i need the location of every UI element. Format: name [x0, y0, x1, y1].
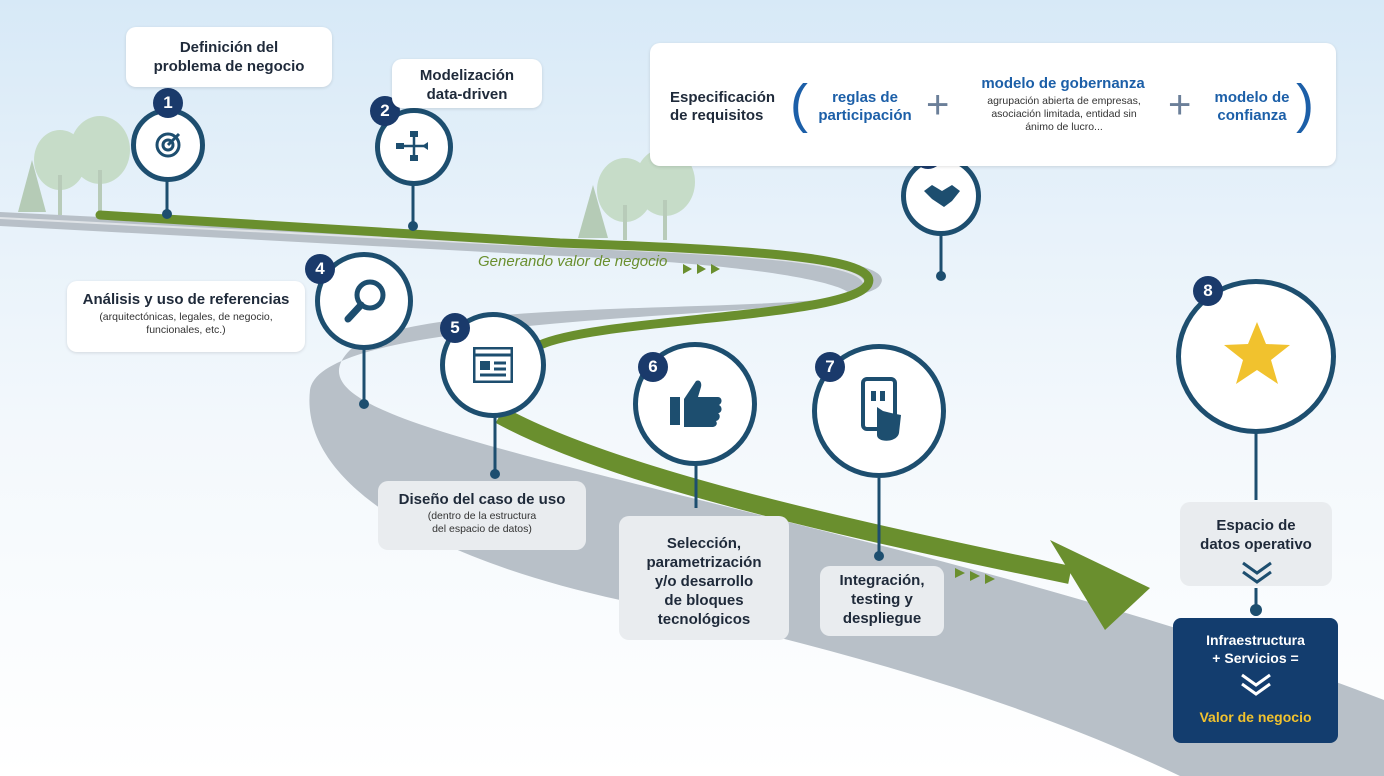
- road-label: Generando valor de negocio: [478, 253, 668, 270]
- step-8-label: Espacio de datos operativo: [1180, 502, 1332, 586]
- road-label-arrows-icon: [683, 262, 725, 274]
- trees-middle: [578, 148, 695, 240]
- step-8-title: Espacio de datos operativo: [1200, 517, 1312, 553]
- requirements-box: Especificación de requisitos ( reglas de…: [650, 43, 1336, 166]
- step-4-detail: (arquitectónicas, legales, de negocio, f…: [99, 311, 273, 336]
- handshake-icon: [924, 185, 960, 207]
- search-icon: [344, 279, 386, 323]
- road: [0, 212, 1384, 776]
- form-window-icon: [473, 347, 513, 383]
- close-paren: ): [1296, 74, 1314, 134]
- final-line-2: + Servicios =: [1212, 650, 1299, 666]
- double-chevron-icon: [1242, 561, 1272, 584]
- small-arrows: [955, 568, 965, 578]
- final-result: Valor de negocio: [1199, 709, 1312, 725]
- step-6-number: 6: [638, 352, 668, 382]
- governance-model-detail: agrupación abierta de empresas, asociaci…: [987, 95, 1141, 133]
- value-path-lower: [495, 407, 1072, 584]
- step-2-label: Modelización data-driven: [392, 59, 542, 108]
- step-1-node: [131, 108, 205, 182]
- participation-rules: reglas de participación: [818, 89, 912, 124]
- step-5-detail: (dentro de la estructura del espacio de …: [427, 510, 537, 535]
- final-box: Infraestructura + Servicios = Valor de n…: [1173, 618, 1338, 743]
- connector-dots: [162, 209, 1262, 616]
- step-7-label: Integración, testing y despliegue: [820, 566, 944, 636]
- trees-left: [18, 116, 130, 215]
- step-8-number: 8: [1193, 276, 1223, 306]
- target-icon: [155, 132, 181, 158]
- step-5-title: Diseño del caso de uso: [398, 491, 566, 508]
- step-6-node: [633, 342, 757, 466]
- star-icon: [1224, 322, 1290, 384]
- step-2-node: [375, 108, 453, 186]
- open-paren: (: [790, 74, 808, 134]
- trust-model: modelo de confianza: [1214, 89, 1290, 124]
- touch-screen-icon: [861, 377, 901, 441]
- double-chevron-white-icon: [1240, 673, 1271, 696]
- final-line-1: Infraestructura: [1206, 632, 1305, 648]
- value-path: [95, 210, 874, 350]
- flowchart-icon: [396, 131, 428, 161]
- step-3-label: Especificación de requisitos: [670, 89, 776, 124]
- governance-model-title: modelo de gobernanza: [981, 75, 1145, 92]
- plus-2: +: [1168, 83, 1192, 127]
- step-3-node: [901, 156, 981, 236]
- step-7-number: 7: [815, 352, 845, 382]
- step-4-number: 4: [305, 254, 335, 284]
- step-1-label: Definición del problema de negocio: [126, 27, 332, 87]
- step-1-number: 1: [153, 88, 183, 118]
- value-arrow-head: [1050, 540, 1150, 630]
- step-4-label: Análisis y uso de referencias (arquitect…: [67, 281, 305, 352]
- thumbs-up-icon: [670, 380, 722, 427]
- step-5-label: Diseño del caso de uso (dentro de la est…: [378, 481, 586, 550]
- plus-1: +: [926, 83, 950, 127]
- step-5-number: 5: [440, 313, 470, 343]
- step-6-label: Selección, parametrización y/o desarroll…: [619, 516, 789, 640]
- step-4-title: Análisis y uso de referencias: [82, 291, 290, 308]
